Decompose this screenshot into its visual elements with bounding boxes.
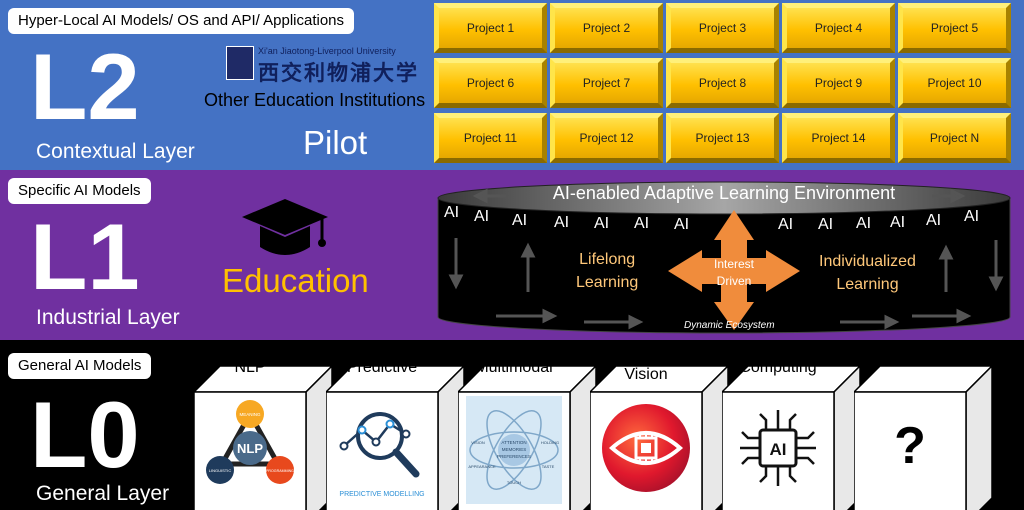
l2-tag: Hyper-Local AI Models/ OS and API/ Appli… [8,8,355,34]
nlp-center-text: NLP [237,441,263,456]
project-tile: Project 5 [898,3,1011,53]
nlp-left-text: LINGUISTIC [209,468,232,473]
ai-label: AI [778,216,794,233]
interest-line-2: Driven [716,274,752,288]
ai-label: AI [964,208,980,225]
mm-left: VISION [471,440,485,445]
nlp-top-text: MEANING [239,412,261,417]
project-tile: Project 3 [666,3,779,53]
interest-driven-label: Interest Driven [704,256,764,290]
eye-chip-icon [602,404,690,492]
l0-tag: General AI Models [8,353,152,379]
cube-computing: Computing AI [722,352,860,510]
ai-label: AI [856,215,872,232]
multimodal-icon: ATTENTION MEMORIES PREFERENCES VISION HO… [466,396,562,504]
cube-label: Computing [739,359,817,376]
project-tile: Project 8 [666,58,779,108]
university-crest-icon [226,46,254,80]
general-layer-band: General AI Models L0 General Layer NLP N… [0,340,1024,510]
other-institutions-label: Other Education Institutions [204,90,426,110]
dynamic-ecosystem-label: Dynamic Ecosystem [684,320,775,331]
ai-label: AI [926,212,942,229]
project-tile: Project 10 [898,58,1011,108]
project-tile: Project 9 [782,58,895,108]
cube-multimodal: Multimodal ATTENTION MEMORIES PREFERENCE… [458,352,596,510]
l1-level-label: L1 [30,204,140,309]
mm-center-1: ATTENTION [501,440,526,445]
l1-tag: Specific AI Models [8,178,151,204]
ai-label: AI [594,215,610,232]
nlp-icon: NLP MEANING LINGUISTIC PROGRAMMING [206,400,294,484]
university-name-en: Xi'an Jiaotong-Liverpool University [258,46,396,56]
interest-line-1: Interest [713,257,755,271]
mm-bottom: TOUCH [507,480,521,485]
adaptive-learning-cylinder: AI-enabled Adaptive Learning Environment… [436,180,1012,335]
predictive-caption: PREDICTIVE MODELLING [339,491,424,498]
l2-layer-name: Contextual Layer [36,140,195,163]
graduation-cap-icon [242,199,328,255]
ai-label: AI [634,215,650,232]
mm-center-3: PREFERENCES [497,454,531,459]
cube-nlp: NLP NLP MEANING LINGUISTIC PROGRAMMING [194,352,332,510]
cube-label: Multimodal [475,359,553,376]
project-tile: Project 1 [434,3,547,53]
project-tile: Project 11 [434,113,547,163]
project-tile: Project N [898,113,1011,163]
project-grid: Project 1 Project 2 Project 3 Project 4 … [434,3,1022,166]
project-tile: Project 13 [666,113,779,163]
lifelong-line-2: Learning [576,274,639,291]
ai-label: AI [890,214,906,231]
project-tile: Project 6 [434,58,547,108]
project-tile: Project 14 [782,113,895,163]
education-label: Education [222,262,369,299]
nlp-right-text: PROGRAMMING [266,469,294,473]
cube-label: Computer Vision [610,347,682,383]
l0-layer-name: General Layer [36,482,170,505]
ai-label: AI [474,208,490,225]
l2-level-label: L2 [30,34,140,139]
cube-label: Predictive [346,359,418,376]
contextual-layer-band: Hyper-Local AI Models/ OS and API/ Appli… [0,0,1024,170]
l0-level-label: L0 [30,382,140,487]
cube-label: NLP [234,359,266,376]
question-mark-icon: ? [894,417,926,475]
project-tile: Project 4 [782,3,895,53]
ai-label: AI [444,204,460,221]
industrial-layer-band: Specific AI Models L1 Industrial Layer E… [0,170,1024,340]
cylinder-title: AI-enabled Adaptive Learning Environment [552,183,896,203]
chip-text: AI [770,440,787,459]
ai-label: AI [512,212,528,229]
lifelong-learning-label: Lifelong Learning [576,248,638,294]
ai-label: AI [674,216,690,233]
cube-computer-vision: Computer Vision [590,347,728,510]
cube-predictive: Predictive PREDICTIVE MODELLING [326,352,464,510]
ai-label: AI [818,216,834,233]
cube-shape [854,364,992,510]
predictive-modelling-icon: PREDICTIVE MODELLING [339,412,425,498]
cube-shape [326,364,464,510]
mm-left2: APPEARANCE [468,464,496,469]
cube-unknown: ? [854,352,992,510]
ai-label: AI [554,214,570,231]
four-way-arrow-icon [668,210,800,330]
lifelong-line-1: Lifelong [579,251,636,268]
individualized-line-1: Individualized [819,253,916,270]
ai-chip-icon: AI [740,410,816,486]
mm-right: HOLDING [541,440,559,445]
project-tile: Project 2 [550,3,663,53]
university-name-cn: 西交利物浦大学 [258,60,419,85]
l1-layer-name: Industrial Layer [36,306,180,329]
pilot-label: Pilot [303,124,368,161]
mm-right2: TASTE [542,464,555,469]
mm-center-2: MEMORIES [502,447,527,452]
project-tile: Project 7 [550,58,663,108]
project-tile: Project 12 [550,113,663,163]
individualized-line-2: Learning [836,276,899,293]
cylinder-shape [437,181,1011,334]
individualized-learning-label: Individualized Learning [819,250,916,296]
